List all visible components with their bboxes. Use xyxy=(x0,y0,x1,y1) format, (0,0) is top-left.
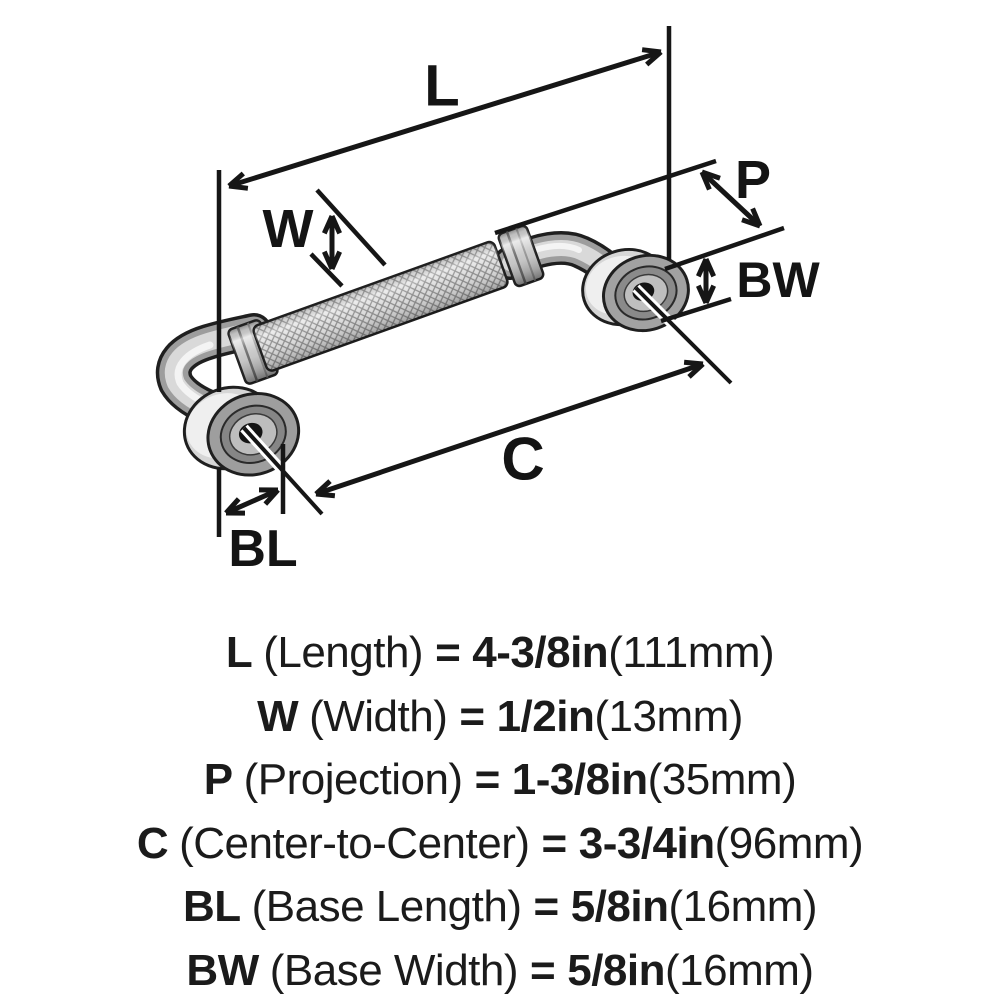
handle-left-base xyxy=(182,385,301,477)
spec-symbol: L xyxy=(225,628,253,677)
spec-line-basewidth: BW(Base Width)=5/8in(16mm) xyxy=(0,939,1000,1000)
ext-line-projection-lower xyxy=(664,225,785,272)
spec-value-inches: 1-3/8in xyxy=(511,755,648,804)
spec-value-inches: 3-3/4in xyxy=(578,818,715,868)
ext-line-width-upper xyxy=(315,188,387,267)
dim-arrow-projection xyxy=(700,170,762,228)
spec-line-length: L(Length)=4-3/8in(111mm) xyxy=(0,621,1000,685)
arrowhead xyxy=(699,171,712,191)
dimension-diagram: L W P C BL BW xyxy=(155,26,820,578)
dimension-lines xyxy=(216,26,785,537)
spec-value-metric: (111mm) xyxy=(608,628,775,677)
spec-symbol: P xyxy=(203,755,233,804)
spec-description: (Projection) xyxy=(243,755,463,804)
spec-description: (Center-to-Center) xyxy=(179,818,530,868)
spec-symbol: BW xyxy=(186,945,259,995)
ext-line-projection-upper xyxy=(494,158,717,236)
equals-sign: = xyxy=(541,818,568,868)
equals-sign: = xyxy=(530,945,556,995)
equals-sign: = xyxy=(435,628,461,677)
spec-value-inches: 1/2in xyxy=(496,691,595,741)
spec-line-width: W(Width)=1/2in(13mm) xyxy=(0,685,1000,749)
equals-sign: = xyxy=(459,691,485,741)
spec-description: (Base Length) xyxy=(251,882,522,931)
handle-pull xyxy=(155,224,735,518)
spec-description: (Length) xyxy=(263,628,424,677)
equals-sign: = xyxy=(474,755,501,804)
dim-arrow-baselength xyxy=(224,487,280,516)
equals-sign: = xyxy=(533,882,560,931)
arrowhead xyxy=(750,207,763,227)
dim-label-center-to-center: C xyxy=(501,426,544,493)
spec-value-inches: 4-3/8in xyxy=(472,628,609,677)
spec-value-inches: 5/8in xyxy=(567,945,666,995)
dim-label-basewidth: BW xyxy=(736,252,820,308)
spec-value-inches: 5/8in xyxy=(570,882,669,931)
spec-symbol: W xyxy=(257,691,299,741)
dim-label-projection: P xyxy=(735,150,771,210)
arrowhead xyxy=(696,257,709,278)
dim-arrow-center-to-center xyxy=(315,361,704,497)
dim-arrow-length xyxy=(228,49,662,189)
arrowhead xyxy=(703,284,716,305)
spec-value-metric: (96mm) xyxy=(714,818,864,868)
dim-label-baselength: BL xyxy=(228,520,297,578)
arrowhead xyxy=(683,359,704,367)
screw-leader-right xyxy=(632,284,735,387)
handle-right-base xyxy=(581,247,690,333)
ext-line-width-lower xyxy=(309,252,344,288)
spec-description: (Base Width) xyxy=(269,945,519,995)
dim-label-width: W xyxy=(263,199,314,259)
spec-line-projection: P(Projection)=1-3/8in(35mm) xyxy=(0,748,1000,812)
spec-value-metric: (35mm) xyxy=(647,755,797,804)
dim-label-length: L xyxy=(424,54,459,119)
spec-value-metric: (13mm) xyxy=(594,691,743,741)
spec-symbol: BL xyxy=(182,882,241,931)
arrowhead xyxy=(641,47,662,55)
spec-value-metric: (16mm) xyxy=(668,882,818,931)
spec-line-center-to-center: C(Center-to-Center)=3-3/4in(96mm) xyxy=(0,812,1000,876)
spec-line-baselength: BL(Base Length)=5/8in(16mm) xyxy=(0,875,1000,939)
arrowhead xyxy=(315,491,336,499)
ext-line-basewidth-lower xyxy=(660,296,732,324)
handle-knurled-bar xyxy=(252,240,509,372)
dimension-spec-list: L(Length)=4-3/8in(111mm) W(Width)=1/2in(… xyxy=(0,621,1000,1000)
arrowhead xyxy=(228,183,249,191)
spec-description: (Width) xyxy=(309,691,448,741)
arrowhead xyxy=(322,214,335,235)
arrowhead xyxy=(329,250,342,271)
spec-value-metric: (16mm) xyxy=(665,945,814,995)
spec-symbol: C xyxy=(136,818,169,868)
